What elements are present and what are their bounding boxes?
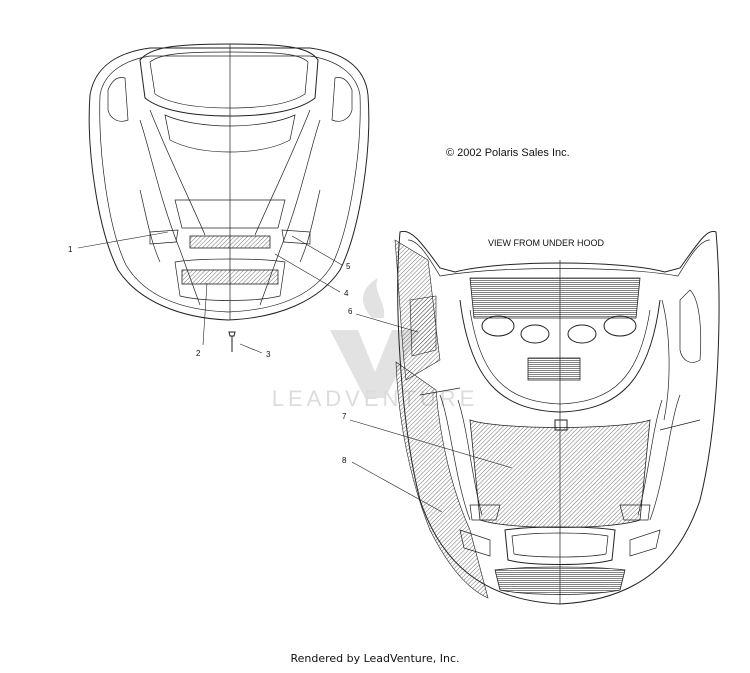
watermark-logo [330,278,420,398]
callout-leaders-exterior [77,231,343,354]
copyright-text: © 2002 Polaris Sales Inc. [446,147,570,159]
hood-underside [394,230,720,605]
callout-7: 7 [342,412,347,421]
callout-5: 5 [346,262,351,271]
watermark-text: LEADVENTURE [272,386,479,411]
callout-8: 8 [342,456,347,465]
callout-1: 1 [68,245,73,254]
callout-2: 2 [196,349,201,358]
hood-exterior [88,43,370,352]
footer-credit: Rendered by LeadVenture, Inc. [290,652,460,665]
callout-6: 6 [348,307,353,316]
callout-3: 3 [266,350,271,359]
callout-4: 4 [344,289,349,298]
callout-leaders-underside [349,313,513,513]
view-label: VIEW FROM UNDER HOOD [488,238,604,248]
fastener-rivet [228,331,236,352]
